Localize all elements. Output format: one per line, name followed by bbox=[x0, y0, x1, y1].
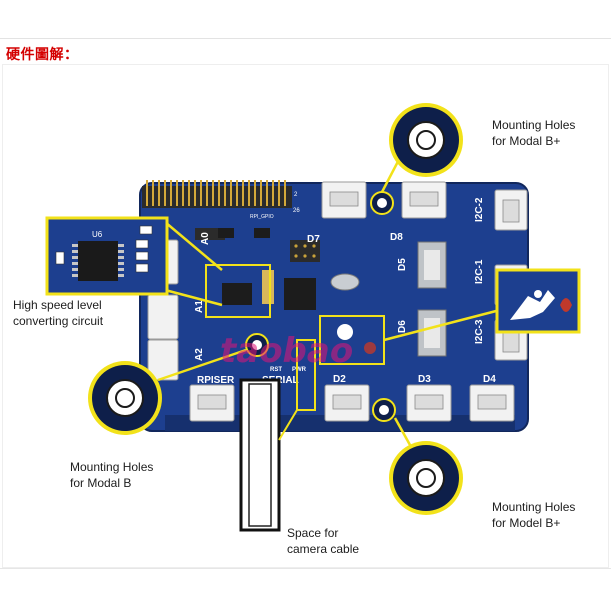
label-a2: A2 bbox=[194, 348, 205, 361]
top-divider bbox=[0, 38, 611, 39]
header-label: RPI_GPIO bbox=[250, 214, 274, 220]
label-i2c3: I2C-3 bbox=[474, 319, 485, 344]
header-pin-last: 26 bbox=[293, 208, 300, 214]
label-d6: D6 bbox=[397, 320, 408, 333]
callout-bottom-holes: Mounting Holes for Model B+ bbox=[492, 500, 576, 530]
usb-connectors bbox=[417, 241, 447, 357]
callout-level-circuit: High speed level converting circuit bbox=[13, 298, 104, 328]
callout-left-holes: Mounting Holes for Modal B bbox=[70, 460, 154, 490]
label-d2: D2 bbox=[333, 374, 346, 385]
bottom-hole-inset bbox=[389, 417, 463, 515]
label-a0: A0 bbox=[200, 232, 211, 245]
label-rpiser: RPISER bbox=[197, 375, 235, 386]
board-mounting-holes bbox=[245, 191, 396, 422]
callout-top-holes: Mounting Holes for Modal B+ bbox=[492, 118, 576, 148]
watermark: taobao bbox=[220, 331, 353, 371]
chip-label-u6: U6 bbox=[92, 230, 103, 239]
label-d5: D5 bbox=[397, 258, 408, 271]
camera-cable-slot bbox=[239, 339, 316, 532]
label-a1: A1 bbox=[194, 300, 205, 313]
label-pwr: PWR bbox=[292, 367, 307, 373]
header-pin-first: 2 bbox=[294, 192, 298, 198]
gpio-header: 2 26 RPI_GPIO bbox=[142, 180, 300, 220]
label-i2c2: I2C-2 bbox=[474, 197, 485, 222]
bottom-divider bbox=[0, 568, 611, 569]
page-heading: 硬件圖解： bbox=[6, 47, 79, 63]
onboard-chips bbox=[218, 228, 316, 310]
left-hole-inset bbox=[88, 348, 247, 435]
label-d8: D8 bbox=[390, 232, 403, 243]
label-d7: D7 bbox=[307, 234, 320, 245]
crystal bbox=[330, 273, 360, 291]
callout-camera-cable: Space for camera cable bbox=[287, 526, 360, 556]
label-i2c1: I2C-1 bbox=[474, 259, 485, 284]
logo-inset bbox=[383, 268, 581, 342]
label-d4: D4 bbox=[483, 374, 496, 385]
top-hole-inset bbox=[380, 103, 463, 193]
level-converter-inset: U6 bbox=[45, 216, 271, 318]
label-d3: D3 bbox=[418, 374, 431, 385]
label-rst: RST bbox=[270, 367, 282, 373]
